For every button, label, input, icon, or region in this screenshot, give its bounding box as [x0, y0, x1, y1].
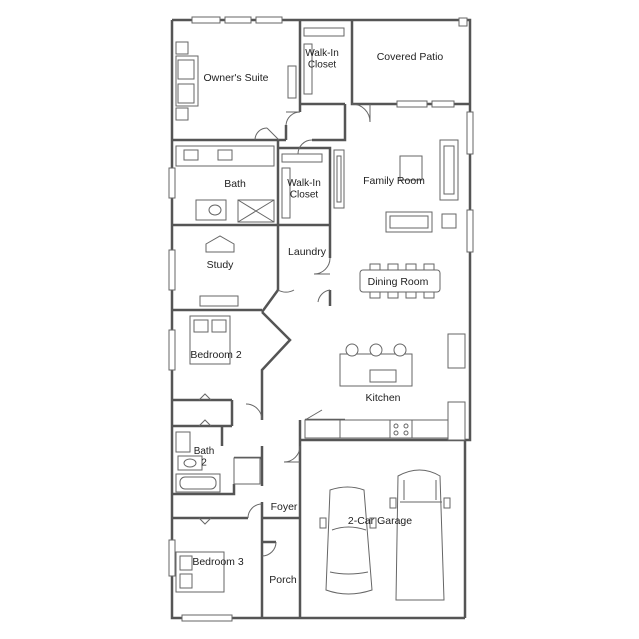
study-furniture	[199, 235, 239, 307]
laundry-label: Laundry	[288, 246, 327, 258]
kitchen-fixtures	[304, 333, 466, 441]
side-table-icon	[441, 213, 457, 229]
dining-room-label: Dining Room	[368, 276, 429, 288]
doors	[198, 103, 371, 557]
post-icon	[458, 17, 468, 27]
cooktop-icon	[389, 419, 413, 439]
family-room-furniture	[385, 139, 459, 233]
covered-patio-label: Covered Patio	[377, 51, 444, 63]
bath-2-fixtures	[175, 431, 261, 493]
garage-vehicles	[319, 469, 451, 601]
desk-chair-icon	[205, 235, 235, 253]
bedroom-3-label: Bedroom 3	[192, 556, 244, 568]
stool-icon	[345, 343, 359, 357]
refrigerator-icon	[447, 333, 466, 369]
nightstand-icon	[175, 107, 189, 121]
bath-label: Bath	[224, 178, 246, 190]
vanity-icon	[175, 431, 191, 453]
closet-shelf-icon	[281, 167, 291, 219]
sink-icon	[369, 369, 397, 383]
owners-suite-furniture	[175, 17, 468, 121]
dining-furniture	[359, 263, 441, 299]
windows	[168, 16, 474, 622]
stool-icon	[369, 343, 383, 357]
family-room-label: Family Room	[363, 175, 425, 187]
linen-closet-icon	[233, 457, 261, 485]
bedroom-2-furniture	[189, 315, 231, 365]
nightstand-icon	[175, 41, 189, 55]
van-icon	[395, 469, 445, 601]
study-label: Study	[207, 259, 235, 271]
closet-shelf-icon	[281, 153, 323, 163]
coffee-table-icon	[399, 155, 423, 181]
garage-label: 2-Car Garage	[348, 515, 412, 527]
bedroom-3-furniture	[175, 551, 225, 593]
foyer-label: Foyer	[271, 501, 298, 513]
bedroom-2-label: Bedroom 2	[190, 349, 242, 361]
owners-suite-label: Owner's Suite	[203, 72, 268, 84]
desk-icon	[199, 295, 239, 307]
car-icon	[325, 486, 373, 595]
interior-walls	[172, 20, 465, 618]
sink-icon	[183, 149, 199, 161]
sink-icon	[217, 149, 233, 161]
dining-table-icon	[359, 269, 441, 293]
closet-shelf-icon	[303, 43, 313, 95]
bath-fixtures	[175, 145, 345, 223]
pantry-icon	[447, 401, 466, 441]
counter-icon	[304, 419, 341, 439]
closet-shelf-icon	[303, 27, 345, 37]
closet-rod-icon	[287, 65, 297, 99]
porch-label: Porch	[269, 574, 297, 586]
stool-icon	[393, 343, 407, 357]
kitchen-label: Kitchen	[365, 392, 400, 404]
